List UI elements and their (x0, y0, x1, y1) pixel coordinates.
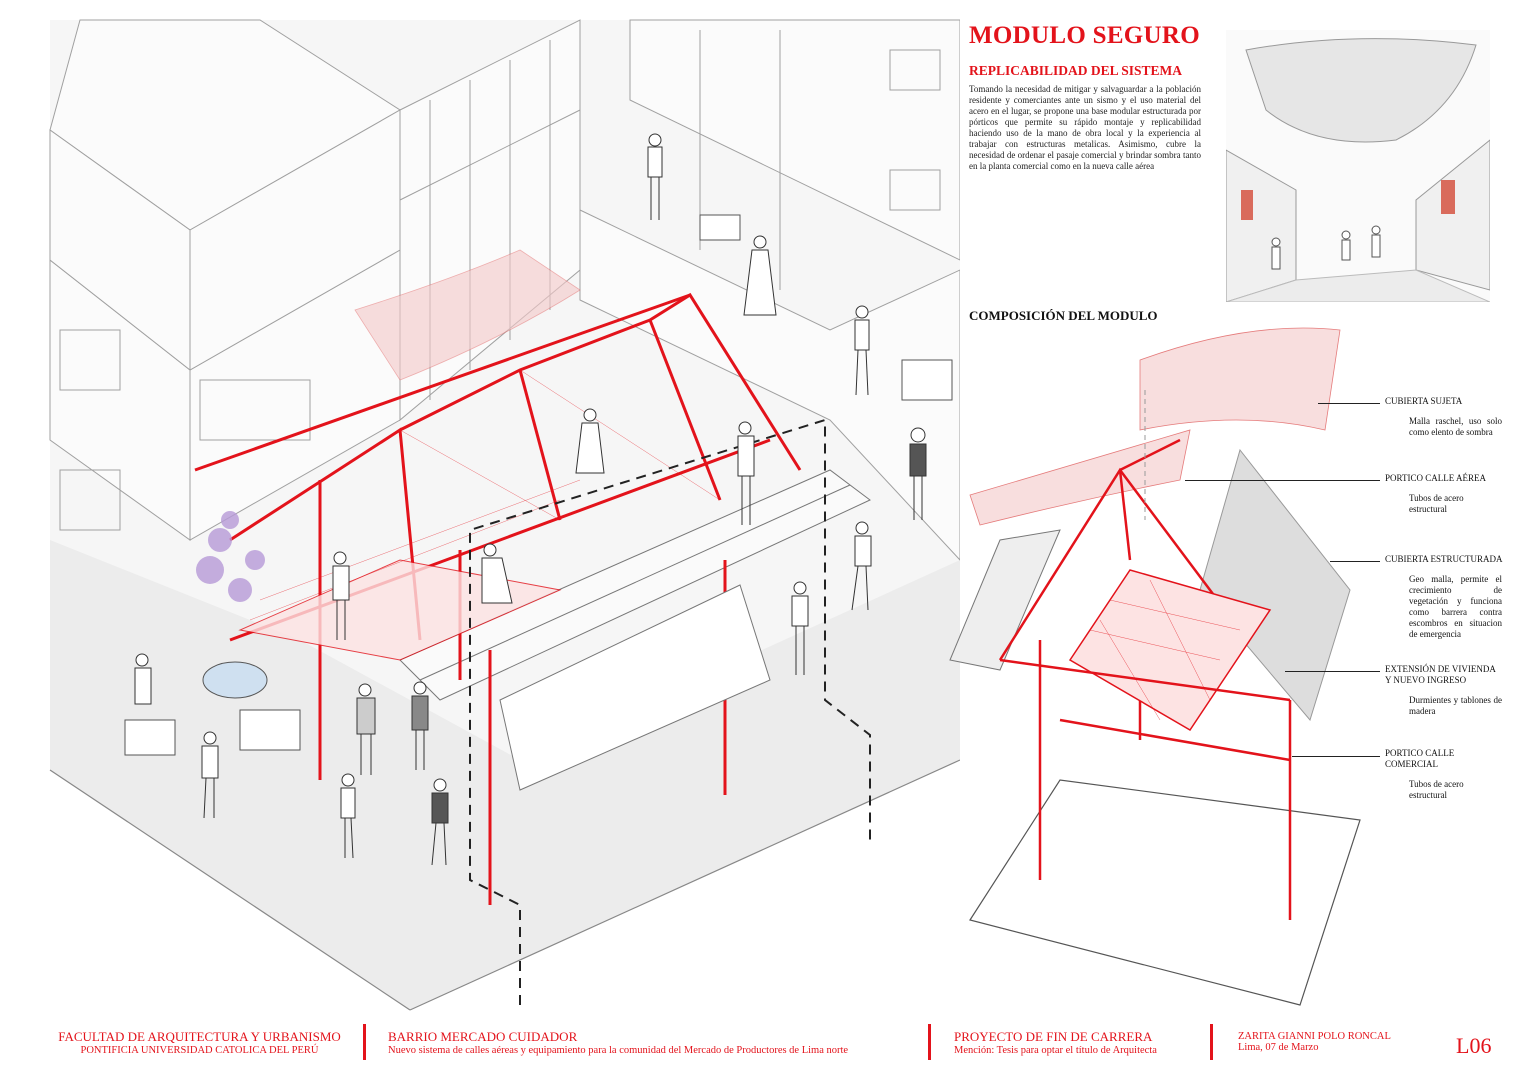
isometric-street-drawing (49, 19, 960, 1011)
label-heading: EXTENSIÓN DE VIVIENDA Y NUEVO INGRESO (1385, 664, 1496, 685)
leader-line (1285, 671, 1380, 672)
person (647, 133, 663, 220)
label-description: Tubos de acero estructural (1409, 493, 1464, 514)
module-grid (1089, 579, 1241, 721)
people (134, 133, 927, 866)
label-extension-vivienda: EXTENSIÓN DE VIVIENDA Y NUEVO INGRESO Du… (1385, 664, 1503, 717)
ground-square (969, 779, 1361, 1006)
side-deck-right (1199, 448, 1351, 722)
presentation-date: Lima, 07 de Marzo (1238, 1042, 1319, 1053)
faculty-name: FACULTAD DE ARQUITECTURA Y URBANISMO (58, 1029, 341, 1044)
person (134, 653, 152, 705)
project-name: BARRIO MERCADO CUIDADOR (388, 1029, 578, 1044)
label-portico-calle-aerea: PORTICO CALLE AÉREA Tubos de acero estru… (1385, 473, 1486, 515)
module-exploded-diagram (949, 327, 1361, 1006)
leader-line (1330, 561, 1380, 562)
buildings-right (579, 19, 960, 561)
section-subtitle: REPLICABILIDAD DEL SISTEMA (969, 63, 1183, 78)
label-description: Tubos de acero estructural (1409, 779, 1464, 800)
person (851, 521, 872, 611)
sheet-number: L06 (1456, 1033, 1492, 1058)
hanging-panel (499, 584, 771, 791)
label-portico-calle-comercial: PORTICO CALLE COMERCIAL Tubos de acero e… (1385, 748, 1465, 801)
dashed-section-line (469, 418, 871, 1005)
label-description: Malla raschel, uso solo como elento de s… (1409, 416, 1502, 437)
label-cubierta-estructurada: CUBIERTA ESTRUCTURADA Geo malla, permite… (1385, 554, 1503, 640)
author-name: ZARITA GIANNI POLO RONCAL (1238, 1031, 1391, 1042)
label-heading: PORTICO CALLE COMERCIAL (1385, 748, 1455, 769)
label-description: Geo malla, permite el crecimiento de veg… (1409, 574, 1502, 639)
market-stalls (124, 214, 953, 756)
label-heading: CUBIERTA ESTRUCTURADA (1385, 554, 1503, 564)
person (481, 543, 513, 604)
red-grid (249, 369, 721, 621)
composition-title: COMPOSICIÓN DEL MODULO (969, 308, 1158, 323)
university-name: PONTIFICIA UNIVERSIDAD CATOLICA DEL PERÚ (80, 1045, 319, 1056)
person (909, 427, 927, 520)
person (737, 421, 755, 525)
person (743, 235, 777, 316)
shade-mesh (354, 249, 581, 381)
leader-line (1318, 403, 1380, 404)
red-steel-frame (194, 292, 802, 905)
side-deck-left (949, 529, 1061, 671)
footer-divider (363, 1024, 366, 1060)
footer-project-block: BARRIO MERCADO CUIDADOR Nuevo sistema de… (388, 1029, 848, 1056)
footer-divider (928, 1024, 931, 1060)
label-description: Durmientes y tablones de madera (1409, 695, 1502, 716)
module-red-frame (998, 438, 1292, 920)
aerial-walkway-deck (399, 469, 871, 701)
leader-line (1292, 756, 1380, 757)
page-title: MODULO SEGURO (969, 22, 1200, 49)
person (411, 681, 429, 770)
project-description: Nuevo sistema de calles aéreas y equipam… (388, 1045, 849, 1056)
shade-mesh-top (1139, 327, 1341, 431)
label-heading: PORTICO CALLE AÉREA (1385, 473, 1486, 483)
person (791, 581, 809, 675)
footer-divider (1210, 1024, 1213, 1060)
person (332, 551, 350, 640)
person (854, 305, 870, 396)
person (201, 731, 219, 819)
person (356, 683, 376, 775)
leader-line (1185, 480, 1380, 481)
shade-mesh-lower (969, 429, 1191, 526)
thesis-description: Mención: Tesis para optar el título de A… (954, 1045, 1157, 1056)
footer-author-block: ZARITA GIANNI POLO RONCAL Lima, 07 de Ma… (1238, 1031, 1391, 1053)
intro-paragraph: Tomando la necesidad de mitigar y salvag… (969, 84, 1201, 171)
vegetation (196, 511, 265, 602)
person (340, 773, 356, 859)
person (575, 408, 605, 474)
label-heading: CUBIERTA SUJETA (1385, 396, 1463, 406)
thesis-title: PROYECTO DE FIN DE CARRERA (954, 1029, 1153, 1044)
footer-thesis-block: PROYECTO DE FIN DE CARRERA Mención: Tesi… (954, 1029, 1157, 1056)
footer-faculty-block: FACULTAD DE ARQUITECTURA Y URBANISMO PON… (52, 1029, 347, 1056)
label-cubierta-sujeta: CUBIERTA SUJETA Malla raschel, uso solo … (1385, 396, 1502, 438)
perspective-sketch (1226, 30, 1490, 302)
person (431, 778, 449, 866)
